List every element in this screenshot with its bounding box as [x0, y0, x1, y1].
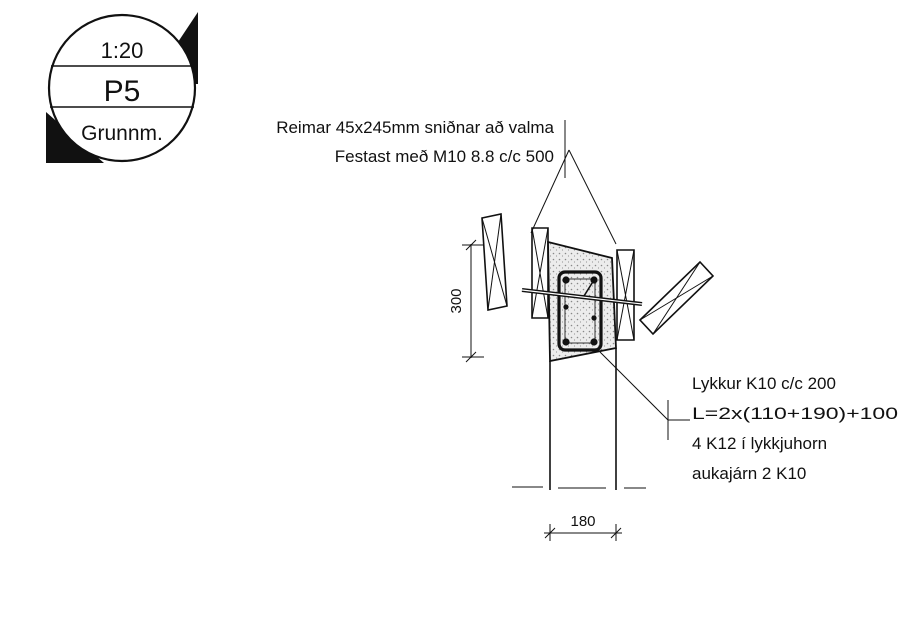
- beam-annotation: Reimar 45x245mm sniðnar að valma Festast…: [276, 118, 617, 245]
- title-circle: [47, 13, 197, 163]
- title-block: 1:20 P5 Grunnm.: [46, 12, 198, 163]
- title-type: Grunnm.: [81, 122, 163, 145]
- rebar-bottom-left: [562, 338, 570, 346]
- stirrup-hook: [583, 279, 595, 297]
- rafters: [481, 213, 715, 341]
- title-id: P5: [104, 75, 141, 108]
- rebar-annotation: Lykkur K10 c/c 200 L=2x(110+190)+100 4 K…: [599, 351, 898, 483]
- rafter-far-left: [481, 213, 508, 311]
- column-shaft: [512, 348, 646, 490]
- rafter-far-right: [638, 260, 715, 336]
- rebar-note-line-3: 4 K12 í lykkjuhorn: [692, 434, 827, 453]
- stirrup-inner: [564, 278, 596, 344]
- bolt-inner: [521, 289, 643, 305]
- height-dimension: 300: [448, 239, 484, 363]
- beam-note-line-1: Reimar 45x245mm sniðnar að valma: [276, 118, 554, 137]
- width-dimension: 180: [544, 513, 622, 541]
- title-scale: 1:20: [101, 38, 144, 63]
- rebar-note-line-1: Lykkur K10 c/c 200: [692, 374, 836, 393]
- rafter-right: [616, 249, 635, 341]
- width-dimension-value: 180: [570, 513, 595, 530]
- beam-leader-left: [530, 149, 570, 234]
- stirrup: [557, 270, 603, 352]
- rebar-bottom-right: [590, 338, 598, 346]
- rebar-top-left: [562, 276, 570, 284]
- rebar-note-line-4: aukajárn 2 K10: [692, 464, 806, 483]
- column-head: [521, 240, 643, 363]
- height-dimension-value: 300: [448, 288, 465, 313]
- rafter-left: [531, 227, 549, 319]
- rebar-note-line-2: L=2x(110+190)+100: [692, 404, 898, 423]
- rebar-leader: [599, 351, 669, 421]
- rebar-extra-top: [563, 304, 569, 310]
- beam-leader-right: [568, 149, 617, 245]
- beam-note-line-2: Festast með M10 8.8 c/c 500: [335, 147, 554, 166]
- rebar-extra-bottom: [591, 315, 597, 321]
